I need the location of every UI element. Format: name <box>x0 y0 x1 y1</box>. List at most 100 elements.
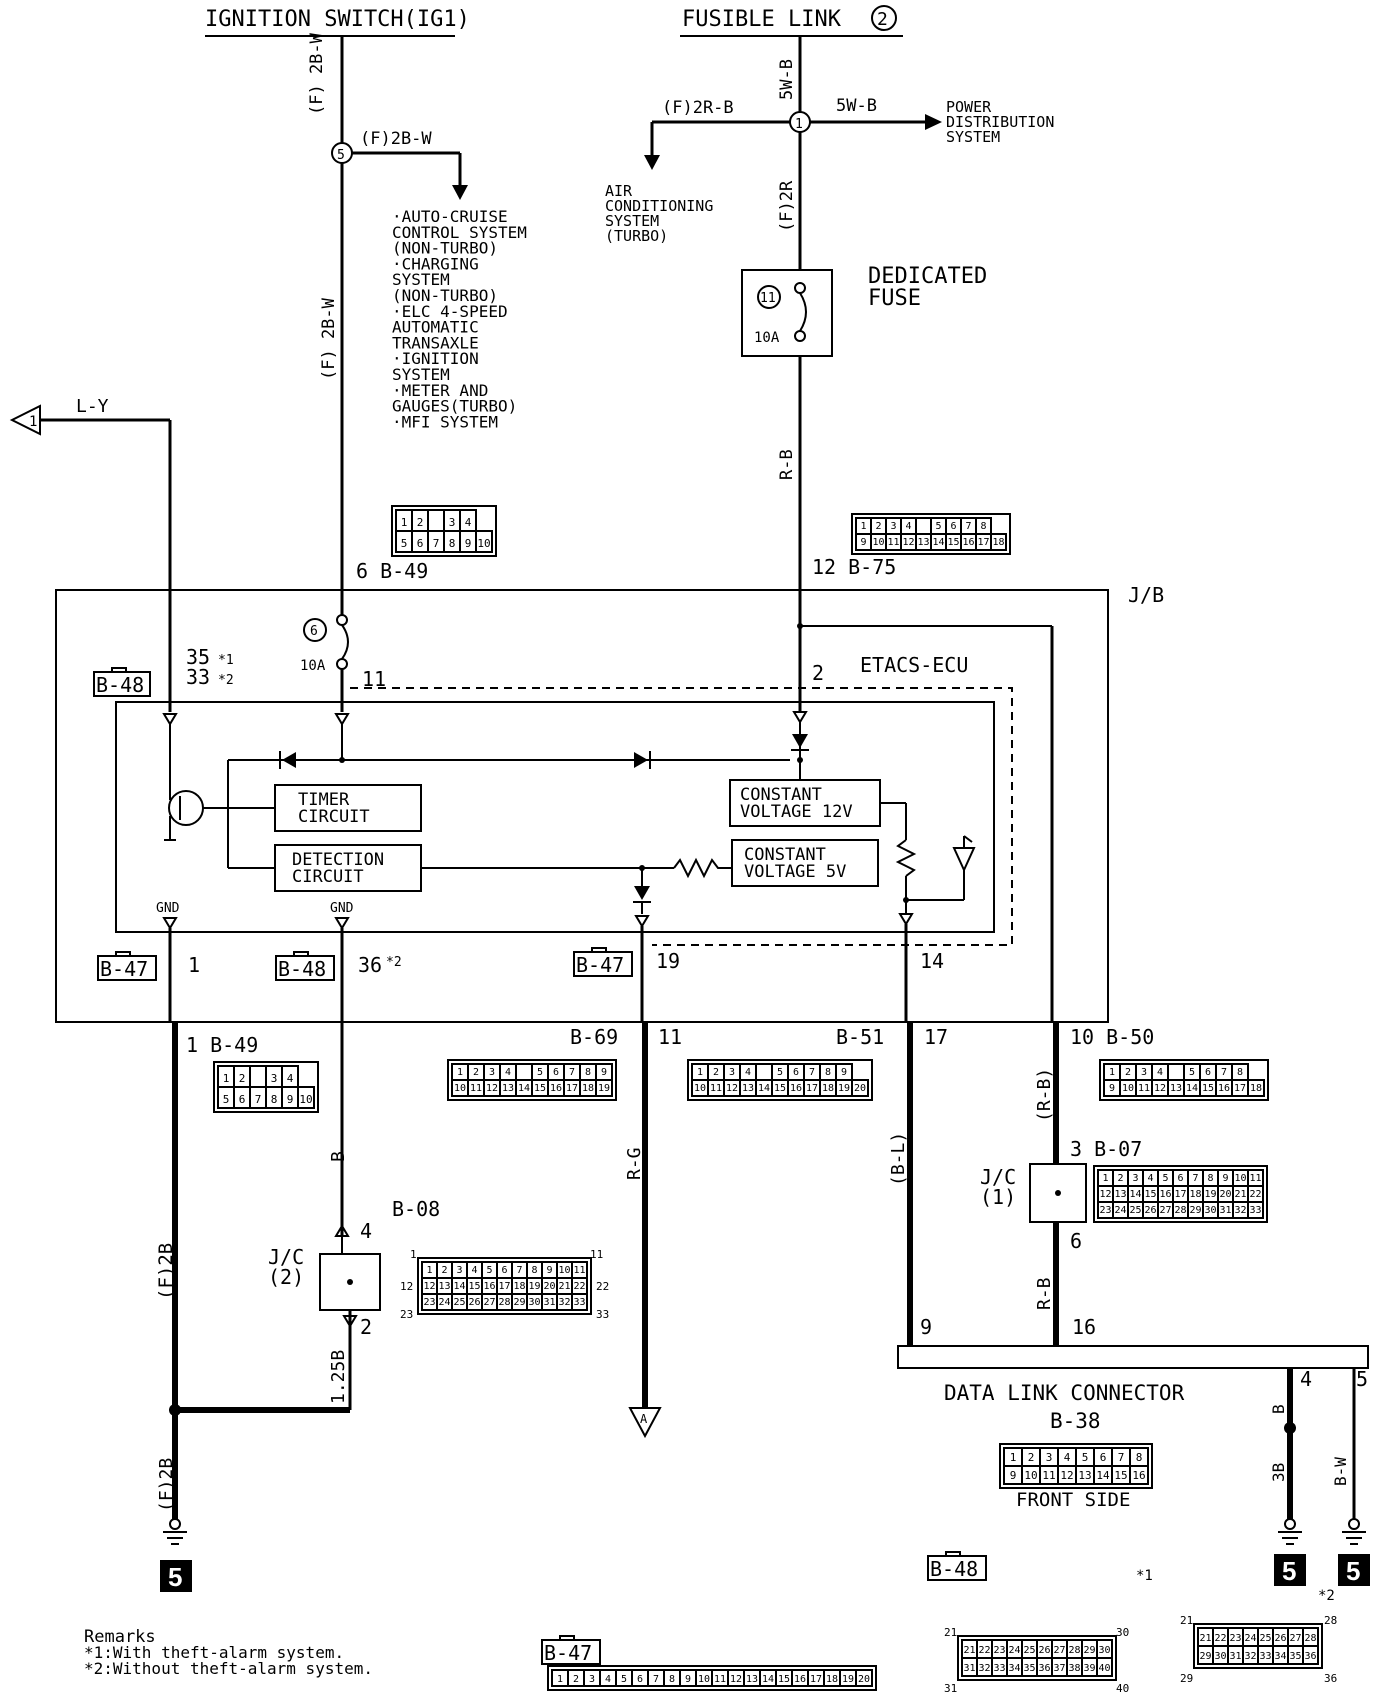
connector-cell <box>851 1079 869 1097</box>
connector-pin: 9 <box>546 1265 552 1276</box>
aircon-line4: (TURBO) <box>605 227 668 245</box>
connector-pin: 33 <box>993 1663 1005 1674</box>
connector-pin: 2 <box>441 1265 447 1276</box>
connector-pin: 2 <box>875 521 881 532</box>
note-2: *2 <box>1318 1588 1335 1604</box>
jc2-line2: (2) <box>268 1265 304 1289</box>
connector-pin: 27 <box>1159 1205 1171 1216</box>
systems-line: ·CHARGING <box>392 254 479 273</box>
connector-pin: 22 <box>573 1281 585 1292</box>
connector-pin: 16 <box>483 1281 495 1292</box>
b48-tag-a-text: B-48 <box>96 673 144 697</box>
systems-list: ·AUTO-CRUISE CONTROL SYSTEM (NON-TURBO)·… <box>392 207 527 431</box>
connector-pin: 29 <box>513 1297 525 1308</box>
connector-pin: 15 <box>1202 1083 1214 1094</box>
connector-pin: 14 <box>932 537 944 548</box>
jb-fuse-6-num: 6 <box>310 624 318 639</box>
systems-line: CONTROL SYSTEM <box>392 223 527 242</box>
connector-pin: 10 <box>1234 1173 1246 1184</box>
cv12-box <box>729 779 881 827</box>
connector-pin: 34 <box>1008 1663 1020 1674</box>
systems-line: (NON-TURBO) <box>392 286 498 305</box>
connector-pin: 1 <box>860 521 866 532</box>
connector-pin: 16 <box>794 1674 806 1685</box>
connector-edge-num: 11 <box>590 1248 603 1261</box>
ground-r1-num: 5 <box>1282 1556 1296 1586</box>
aircon-line1: AIR <box>605 182 633 200</box>
power-dist-line1: POWER <box>946 98 992 116</box>
transistor <box>168 790 204 826</box>
connector-pin: 12 <box>1099 1189 1111 1200</box>
dedicated-fuse-line2: FUSE <box>868 286 921 311</box>
ground-r2-badge <box>1338 1554 1370 1586</box>
dedicated-fuse-box <box>741 269 833 357</box>
b08-label: B-08 <box>392 1197 440 1221</box>
buf-tick <box>963 835 973 843</box>
connector-pin: 10 <box>698 1674 710 1685</box>
connector-pin: 1 <box>557 1674 563 1685</box>
connector-pin: 1 <box>1109 1067 1115 1078</box>
connector-pin: 3 <box>1046 1451 1053 1464</box>
connector-pin: 15 <box>774 1083 786 1094</box>
gnd-2-arrow <box>334 917 350 930</box>
diode-3 <box>792 734 808 748</box>
pin-arrow-19 <box>634 915 650 928</box>
connector-pin: 18 <box>826 1674 838 1685</box>
connector-pin: 14 <box>453 1281 465 1292</box>
connector-edge-num: 31 <box>944 1682 957 1695</box>
connector-pin: 40 <box>1098 1663 1110 1674</box>
connector-pin: 25 <box>1129 1205 1141 1216</box>
systems-line: GAUGES(TURBO) <box>392 397 517 416</box>
connector-pin: 34 <box>1274 1651 1286 1662</box>
connector-pin: 29 <box>1199 1651 1211 1662</box>
cv12-line2: VOLTAGE 12V <box>740 802 853 822</box>
arrow-right-power <box>925 114 942 130</box>
connector-pin: 9 <box>465 537 472 550</box>
buffer <box>952 847 976 873</box>
connector-pin: 1 <box>223 1072 230 1085</box>
connector-pin: 32 <box>1244 1651 1256 1662</box>
cv5-line1: CONSTANT <box>744 845 826 865</box>
b48-tag-b: B-48 <box>275 951 335 981</box>
connector-pin: 24 <box>1114 1205 1126 1216</box>
connector-pin: 12 <box>423 1281 435 1292</box>
jb-fuse-element <box>341 624 349 660</box>
connector-pin: 32 <box>1234 1205 1246 1216</box>
connector-pin: 17 <box>566 1083 578 1094</box>
pin-6-b49: 6 B-49 <box>356 559 428 583</box>
connector-pin: 24 <box>1244 1633 1256 1644</box>
pin-6: 6 <box>1070 1229 1082 1253</box>
connector-pin: 3 <box>1132 1173 1138 1184</box>
pin-17: 17 <box>924 1025 948 1049</box>
cv5-line2: VOLTAGE 5V <box>744 862 846 882</box>
arrow-A-label: A <box>640 1412 648 1426</box>
connector-cell <box>1247 1079 1265 1097</box>
connector-pin: 8 <box>980 521 986 532</box>
pin-5d: 5 <box>1356 1367 1368 1391</box>
connector-edge-num: 28 <box>1324 1614 1337 1627</box>
connector-pin: 27 <box>1289 1633 1301 1644</box>
power-dist-line3: SYSTEM <box>946 128 1000 146</box>
connector-pin: 6 <box>1100 1451 1107 1464</box>
fusible-link-label: FUSIBLE LINK <box>682 7 842 32</box>
connector-pin: 4 <box>287 1072 294 1085</box>
connector-pin: 22 <box>1214 1633 1226 1644</box>
wire-label-ly: L-Y <box>76 396 109 417</box>
connector-pin: 30 <box>528 1297 540 1308</box>
connector-pin: 17 <box>1234 1083 1246 1094</box>
timer-line1: TIMER <box>298 790 350 810</box>
connector-pin: 4 <box>505 1067 511 1078</box>
detection-line2: CIRCUIT <box>292 867 364 887</box>
connector-pin: 24 <box>438 1297 450 1308</box>
connector-pin: 26 <box>1038 1645 1050 1656</box>
connector-pin: 35 <box>1289 1651 1301 1662</box>
connector-pin: 3 <box>456 1265 462 1276</box>
connector-pin: 28 <box>1304 1633 1316 1644</box>
connector-edge-num: 23 <box>400 1308 413 1321</box>
connector-pin: 15 <box>947 537 959 548</box>
connector-cell <box>1302 1645 1319 1665</box>
connector-cell <box>1096 1657 1113 1677</box>
connector-pin: 38 <box>1068 1663 1080 1674</box>
